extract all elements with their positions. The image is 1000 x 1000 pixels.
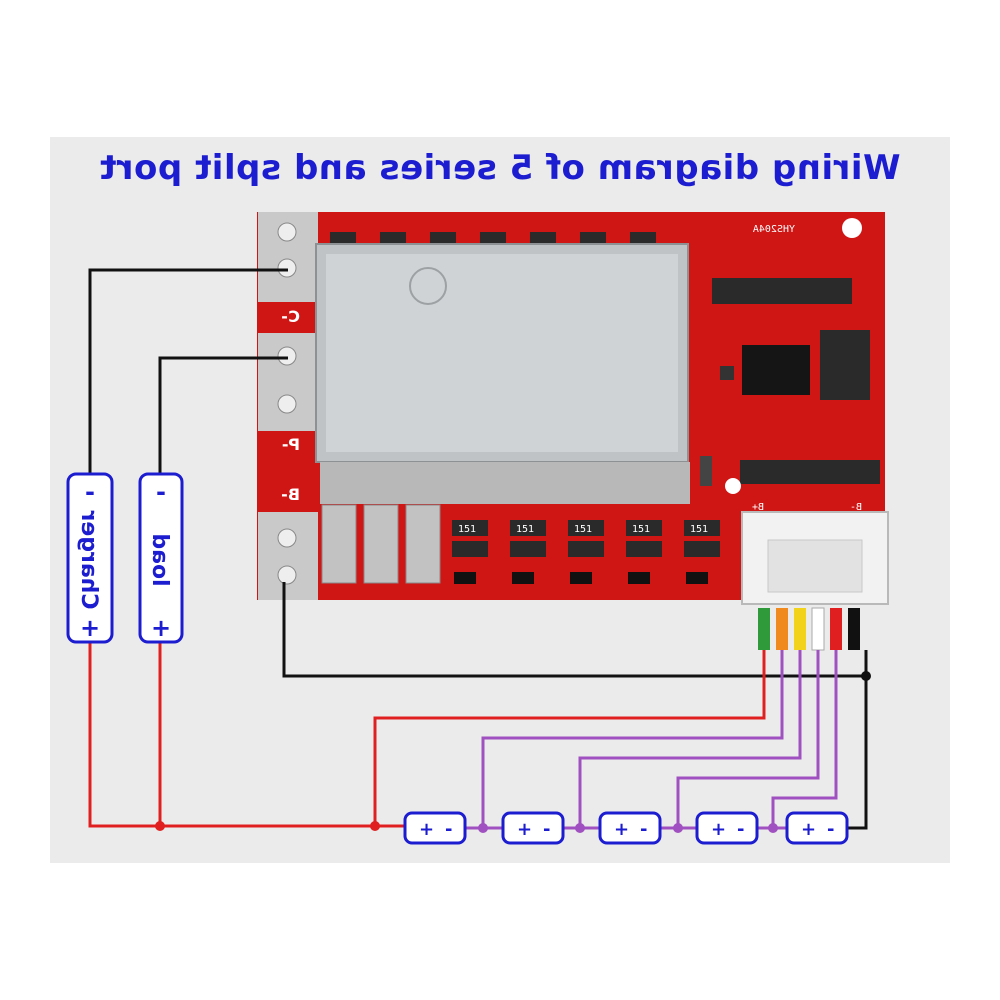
- pad-b-minus-label: B-: [281, 485, 300, 504]
- resistor-array: [740, 460, 880, 484]
- pad-hole: [277, 346, 297, 366]
- battery-cell: + -: [785, 811, 849, 845]
- via-grid: [320, 462, 690, 504]
- battery-cell: + -: [501, 811, 565, 845]
- load-minus-sign: -: [156, 478, 166, 506]
- wire-b-minus: [282, 582, 866, 678]
- board-model-label: YHS204A: [753, 224, 795, 235]
- charger-body: [66, 472, 114, 644]
- cell-plus-sign: +: [801, 819, 816, 840]
- battery-cells: + - + - + - + - + -: [403, 811, 849, 845]
- wire-charger-minus: [88, 268, 288, 478]
- junction-dot: [575, 823, 585, 833]
- smd-part: [480, 232, 506, 246]
- smd-part-group: [820, 330, 870, 400]
- smd-part: [430, 232, 456, 246]
- smd-part: [530, 232, 556, 246]
- pad-hole: [277, 258, 297, 278]
- wire-stub-yellow: [794, 608, 806, 650]
- battery-cell: + -: [598, 811, 662, 845]
- mosfet-marking: 151: [574, 524, 592, 535]
- load-body: [138, 472, 184, 644]
- wire-stub-green: [758, 608, 770, 650]
- shunt-resistor: [405, 504, 441, 584]
- wire-stub-white: [811, 607, 825, 651]
- wire-balance-tap-3: [676, 650, 820, 828]
- load-device: - + load: [138, 472, 184, 644]
- cell-plus-sign: +: [711, 819, 726, 840]
- pad-b-minus: [258, 512, 318, 600]
- smd-part: [380, 232, 406, 246]
- cell-minus-sign: -: [543, 819, 550, 840]
- diode: [700, 456, 712, 486]
- wire-positive-bus: [88, 642, 405, 828]
- pad-hole: [277, 222, 297, 242]
- charger-label: Charger: [76, 510, 101, 609]
- charger-plus-sign: +: [80, 614, 100, 642]
- junction-dot: [478, 823, 488, 833]
- cell-minus-sign: -: [445, 819, 452, 840]
- wires: [88, 268, 868, 830]
- balance-parts: [452, 520, 720, 584]
- pad-hole: [277, 528, 297, 548]
- junction-dot: [768, 823, 778, 833]
- cell-plus-sign: +: [517, 819, 532, 840]
- cell-minus-sign: -: [827, 819, 834, 840]
- wire-balance-plus: [373, 650, 766, 826]
- mosfet-marking: 151: [690, 524, 708, 535]
- cell-minus-sign: -: [737, 819, 744, 840]
- smd-part: [630, 232, 656, 246]
- connector-b-plus-label: B+: [752, 502, 764, 513]
- pad-hole: [277, 565, 297, 585]
- heatsink-face: [326, 254, 678, 452]
- bms-board: C- P- B-: [257, 212, 889, 605]
- bms-ic: [742, 345, 810, 395]
- wire-stub-red: [830, 608, 842, 650]
- wire-balance-tap-1: [481, 650, 784, 828]
- mosfet-marking: 151: [458, 524, 476, 535]
- connector-wires: [758, 607, 860, 651]
- shunt-resistor: [363, 504, 399, 584]
- charger-minus-sign: -: [85, 478, 95, 506]
- load-plus-sign: +: [151, 614, 171, 642]
- mount-hole: [725, 478, 741, 494]
- wire-load-minus: [158, 356, 288, 478]
- junction-dots: [155, 671, 871, 833]
- wire-stub-black: [848, 608, 860, 650]
- shunt-resistor: [321, 504, 357, 584]
- battery-cell: + -: [695, 811, 759, 845]
- cell-plus-sign: +: [419, 819, 434, 840]
- connector-socket: [767, 539, 863, 593]
- smd-part: [330, 232, 356, 246]
- cell-plus-sign: +: [614, 819, 629, 840]
- mosfet-marking: 151: [632, 524, 650, 535]
- pad-c-minus-label: C-: [281, 307, 300, 326]
- charger-device: - + Charger: [66, 472, 114, 644]
- connector-b-minus-label: B-: [850, 502, 862, 513]
- junction-dot: [155, 821, 165, 831]
- wire-stub-orange: [776, 608, 788, 650]
- mosfet-marking: 151: [516, 524, 534, 535]
- load-label: load: [147, 533, 172, 586]
- resistor-array: [712, 278, 852, 304]
- junction-dot: [673, 823, 683, 833]
- wire-b-minus-cell: [848, 650, 868, 830]
- smd-part: [720, 366, 734, 380]
- wire-balance-tap-4: [771, 650, 838, 828]
- pad-p-minus-label: P-: [282, 435, 300, 454]
- smd-part: [580, 232, 606, 246]
- pad-hole: [277, 394, 297, 414]
- mount-hole: [842, 218, 862, 238]
- wire-balance-tap-2: [578, 650, 802, 828]
- cell-minus-sign: -: [640, 819, 647, 840]
- heatsink-mark: [409, 267, 447, 305]
- junction-dot: [861, 671, 871, 681]
- junction-dot: [370, 821, 380, 831]
- battery-cell: + -: [403, 811, 467, 845]
